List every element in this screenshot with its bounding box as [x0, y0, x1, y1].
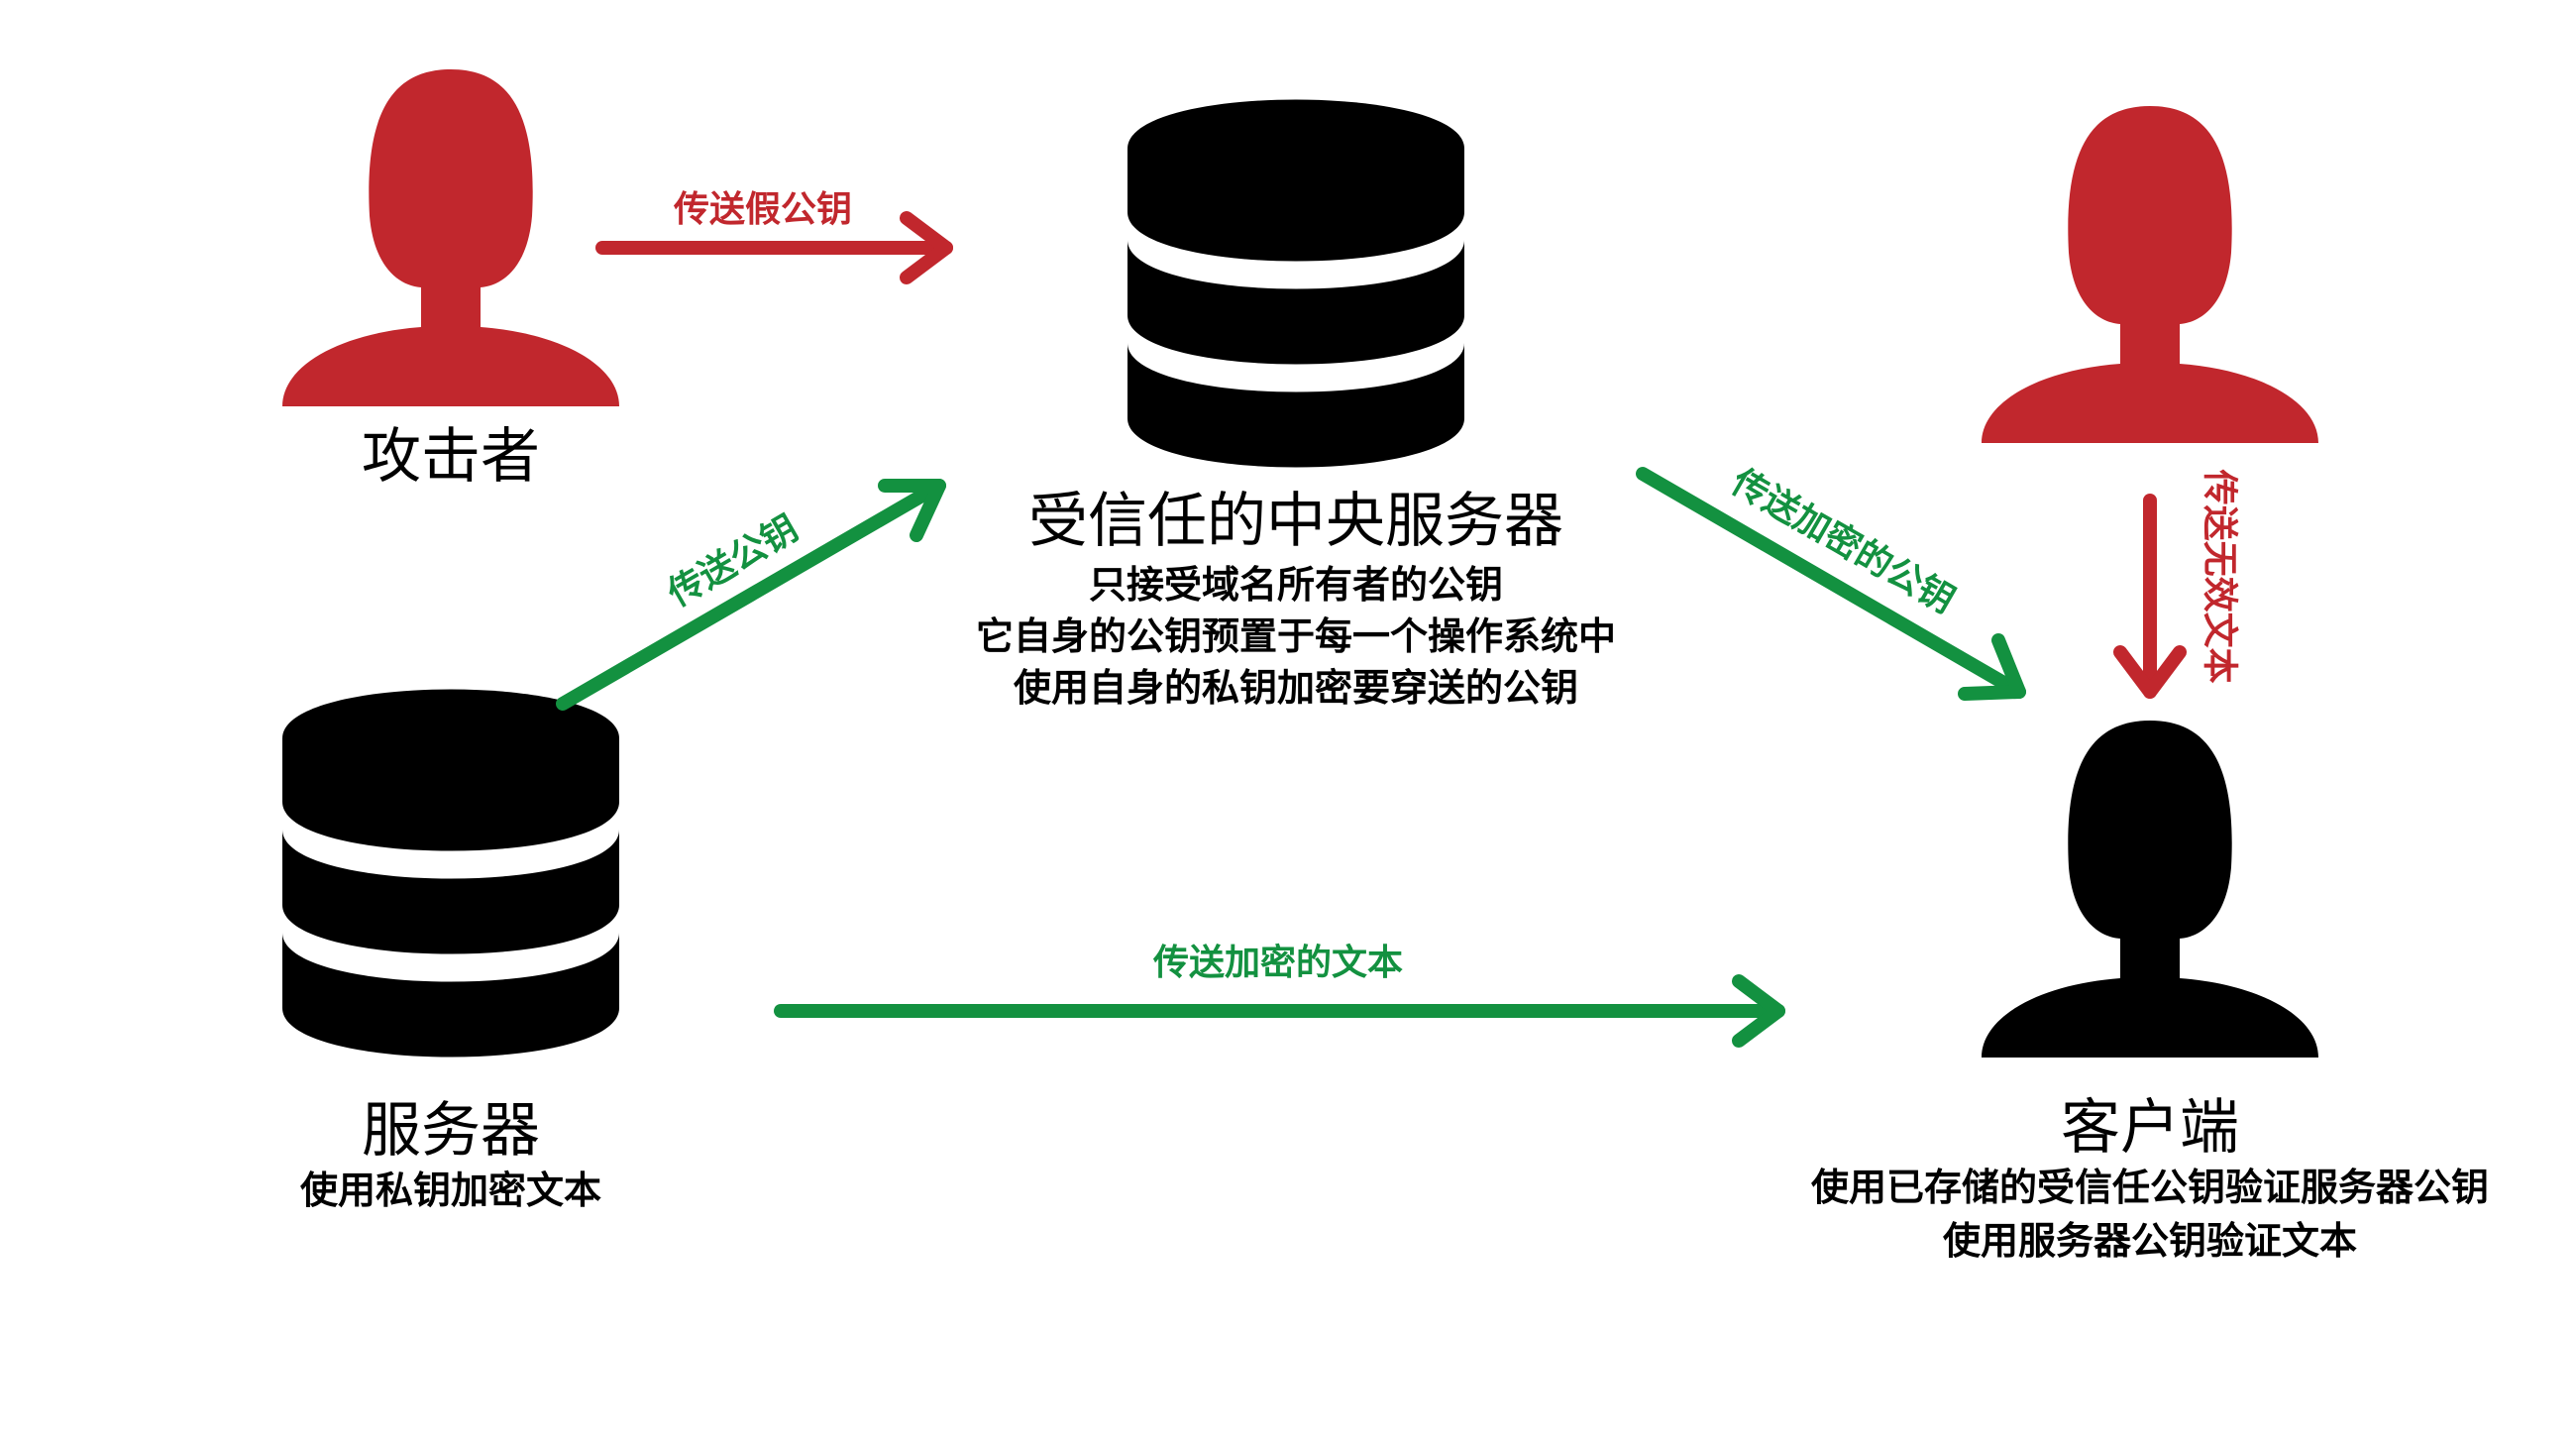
fake-key-label: 传送假公钥 [673, 189, 852, 230]
encrypted-text-arrow [774, 974, 1785, 1048]
encrypted-text-label: 传送加密的文本 [1152, 943, 1403, 983]
send-key-arrow [556, 479, 946, 711]
invalid-text-arrow [2113, 494, 2187, 699]
client-note-2: 使用服务器公钥验证文本 [1942, 1219, 2357, 1263]
central-server-note-1: 只接受域名所有者的公钥 [1088, 563, 1503, 607]
encrypted-key-arrow [1636, 467, 2026, 701]
server-title: 服务器 [362, 1096, 540, 1166]
client-person-icon [1982, 721, 2318, 1058]
central-server-title: 受信任的中央服务器 [1028, 487, 1563, 556]
attacker-title: 攻击者 [362, 422, 540, 492]
fake-key-arrow [595, 211, 953, 284]
server-note: 使用私钥加密文本 [299, 1169, 601, 1212]
central-server-database-icon [1127, 99, 1464, 468]
central-server-note-3: 使用自身的私钥加密要穿送的公钥 [1013, 666, 1578, 710]
attacker-person-icon [282, 69, 619, 406]
attacker-person-icon-2 [1982, 106, 2318, 443]
client-title: 客户端 [2061, 1093, 2239, 1163]
server-database-icon [282, 689, 619, 1058]
client-note-1: 使用已存储的受信任公钥验证服务器公钥 [1810, 1166, 2489, 1209]
invalid-text-label: 传送无效文本 [2199, 469, 2240, 684]
central-server-note-2: 它自身的公钥预置于每一个操作系统中 [975, 614, 1616, 658]
